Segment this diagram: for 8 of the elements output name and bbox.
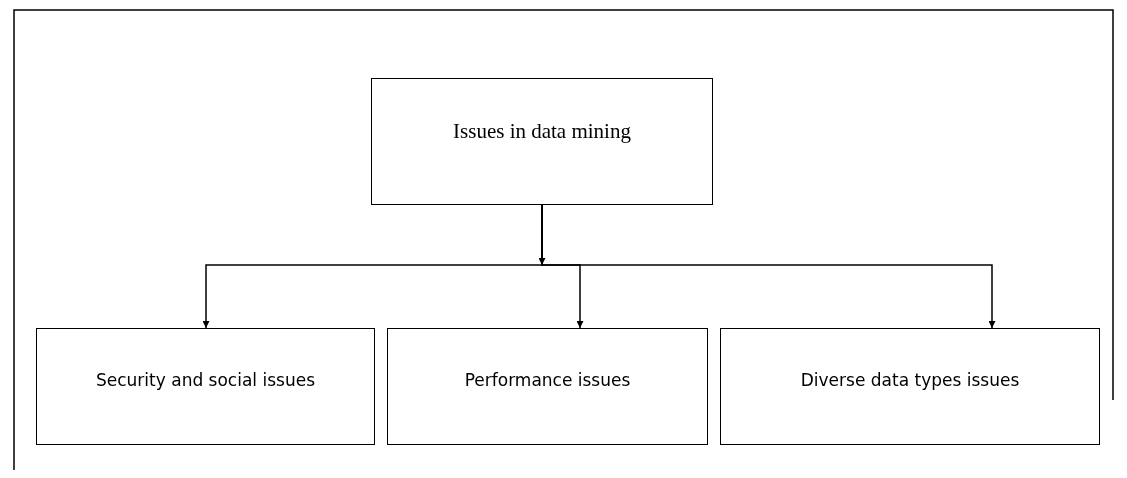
process-box <box>387 328 708 445</box>
box-label: Issues in data mining <box>453 119 631 144</box>
process-box <box>36 328 375 445</box>
box-label: Diverse data types issues <box>800 369 1020 390</box>
box-label: Security and social issues <box>96 369 315 390</box>
process-box <box>371 78 713 205</box>
box-label: Performance issues <box>464 369 631 390</box>
process-box <box>720 328 1100 445</box>
